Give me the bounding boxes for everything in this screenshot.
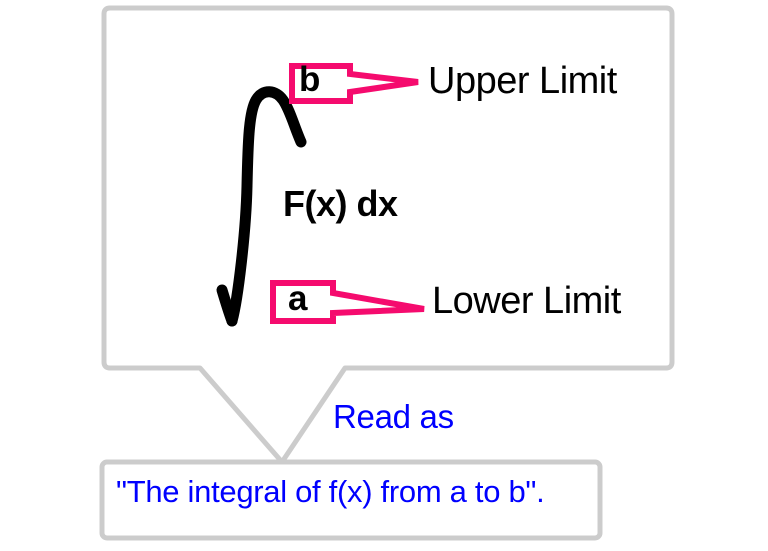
lower-limit-annotation-label: Lower Limit (432, 280, 621, 322)
reading-callout-text: "The integral of f(x) from a to b". (116, 474, 545, 509)
lower-bound-value: a (288, 279, 308, 318)
reading-callout-box (99, 459, 603, 541)
upper-limit-tag-shape (289, 63, 419, 104)
read-as-connector-label: Read as (333, 398, 454, 435)
upper-bound-value: b (299, 60, 321, 99)
upper-limit-annotation-label: Upper Limit (428, 60, 617, 102)
integral-symbol-glyph (226, 86, 307, 327)
integrand-expression-label: F(x) dx (283, 183, 398, 224)
lower-limit-tag-shape (270, 280, 425, 324)
integral-symbol-lower-hook (216, 284, 238, 327)
